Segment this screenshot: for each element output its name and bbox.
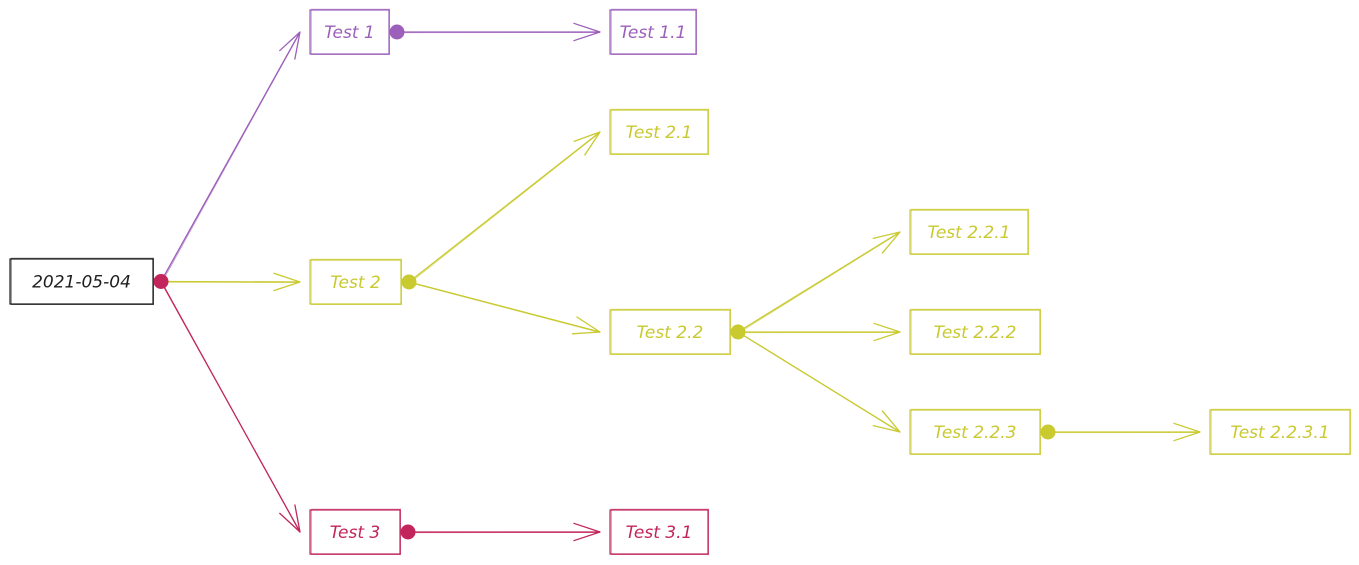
node-label: Test 2 [330,273,381,293]
node-n11[interactable]: Test 1.1 [609,8,698,56]
node-label: 2021-05-04 [32,273,131,293]
arrowhead [872,231,901,254]
node-root[interactable]: 2021-05-04 [9,257,154,306]
edge-n1-n11 [397,22,601,42]
arrowhead [573,522,601,542]
node-border [609,509,709,555]
edge-n2-n21 [408,131,601,284]
node-border [309,509,401,555]
node-n222[interactable]: Test 2.2.2 [909,308,1042,356]
edge-line-sketch [738,232,901,334]
edge-n22-n221 [737,231,901,334]
edge-line-sketch [161,282,301,533]
connector-dot-root[interactable] [153,274,169,289]
node-border [909,209,1029,255]
node-border-sketch [610,8,698,56]
node-label: Test 3 [330,523,381,543]
edge-line [160,280,301,283]
node-label: Test 2.2.2 [934,323,1017,343]
node-label: Test 1.1 [620,23,687,43]
edge-n3-n31 [408,522,601,542]
edge-n223-n2231 [1048,422,1201,442]
edge-root-n3 [160,281,301,533]
node-label: Test 2.1 [626,123,693,143]
edge-n2-n22 [408,281,601,335]
connector-dot-n22[interactable] [730,324,746,340]
node-border [609,309,731,355]
node-border [1209,409,1351,455]
edge-line-sketch [409,282,601,333]
arrowhead [572,316,601,335]
node-n22[interactable]: Test 2.2 [609,308,732,356]
node-border [909,309,1041,355]
connector-dot-n2[interactable] [401,274,417,290]
node-border-sketch [610,108,710,155]
node-label: Test 2.2.3.1 [1230,423,1329,443]
arrowhead [573,22,601,42]
node-label: Test 1 [324,23,375,43]
node-n2231[interactable]: Test 2.2.3.1 [1209,408,1351,456]
arrowhead [1173,422,1201,442]
node-border-sketch [910,308,1042,356]
node-n2[interactable]: Test 2 [309,258,403,306]
node-border-sketch [1210,408,1351,456]
node-label: Test 2.2 [637,323,704,343]
node-border [909,409,1041,455]
edge-line-sketch [409,132,601,284]
edge-n22-n222 [738,322,901,342]
node-label: Test 2.2.3 [934,423,1017,443]
arrowhead [873,322,901,342]
arrowhead [278,31,301,60]
node-n1[interactable]: Test 1 [309,8,391,56]
node-label: Test 3.1 [626,523,693,543]
connector-dot-n3[interactable] [400,524,416,540]
edge-line-sketch [161,32,301,283]
node-border [309,9,390,55]
dots-layer [153,24,1056,540]
edge-line [408,281,601,333]
arrowhead [872,410,901,433]
node-label: Test 2.2.1 [928,223,1011,243]
edge-root-n1 [160,31,301,283]
edge-n22-n223 [737,331,901,433]
edge-line [160,31,301,282]
connector-dot-n1[interactable] [389,24,405,40]
connector-dot-n223[interactable] [1040,424,1056,440]
node-border-sketch [910,208,1030,255]
edge-line [408,131,601,283]
node-border [9,258,154,305]
edge-line-sketch [738,332,901,433]
node-n31[interactable]: Test 3.1 [609,508,710,556]
node-n21[interactable]: Test 2.1 [609,108,710,155]
node-n3[interactable]: Test 3 [309,508,402,556]
arrowhead [273,272,301,292]
node-border [309,259,402,305]
edge-root-n2 [160,272,301,292]
node-border-sketch [610,508,710,556]
edge-line [737,231,901,333]
node-n221[interactable]: Test 2.2.1 [909,208,1030,255]
node-n223[interactable]: Test 2.2.3 [909,408,1042,456]
edges-layer [160,22,1201,542]
arrowhead [278,504,301,533]
node-border [609,9,697,55]
arrowhead [573,131,601,156]
node-border [609,109,709,155]
